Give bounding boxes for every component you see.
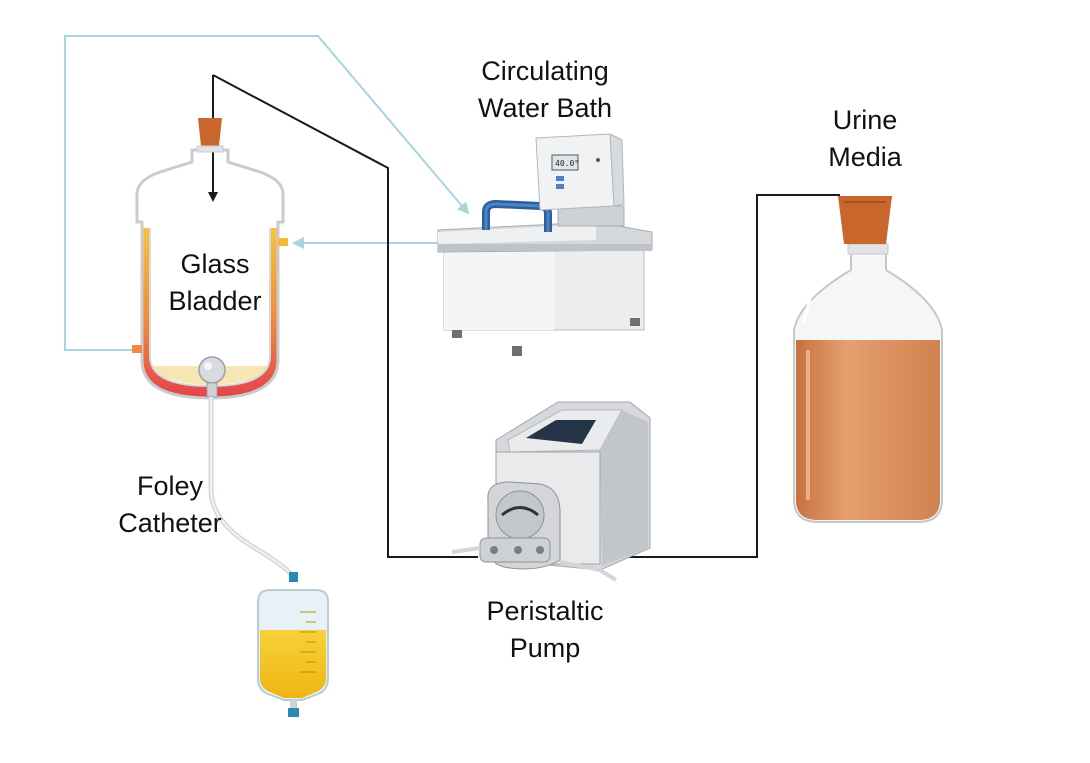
glass-bladder-label: Glass Bladder bbox=[150, 246, 280, 320]
glass-bladder-vessel bbox=[132, 118, 288, 400]
glass-bladder-label-line2: Bladder bbox=[168, 286, 262, 316]
urine-media-label-line1: Urine bbox=[832, 105, 898, 135]
water-bath-label-line1: Circulating bbox=[481, 56, 609, 86]
water-bath-label: Circulating Water Bath bbox=[455, 53, 635, 127]
water-bath-label-line2: Water Bath bbox=[477, 93, 613, 123]
glass-bladder-label-line1: Glass bbox=[180, 249, 250, 279]
urine-media-bottle bbox=[793, 196, 943, 523]
peristaltic-pump-label: Peristaltic Pump bbox=[455, 593, 635, 667]
foley-catheter-label-line2: Catheter bbox=[118, 508, 222, 538]
peristaltic-pump-label-line2: Pump bbox=[509, 633, 581, 663]
water-circulation-line bbox=[64, 35, 470, 351]
urine-media-label-line2: Media bbox=[828, 142, 902, 172]
peristaltic-pump-label-line1: Peristaltic bbox=[486, 596, 604, 626]
water-bath-display: 40.0° bbox=[555, 159, 579, 168]
drainage-bag bbox=[257, 572, 329, 717]
peristaltic-pump bbox=[451, 401, 651, 582]
foley-catheter-label-line1: Foley bbox=[136, 471, 204, 501]
circulating-water-bath: 40.0° bbox=[437, 133, 653, 356]
foley-catheter-label: Foley Catheter bbox=[95, 468, 245, 542]
urine-media-label: Urine Media bbox=[800, 102, 930, 176]
